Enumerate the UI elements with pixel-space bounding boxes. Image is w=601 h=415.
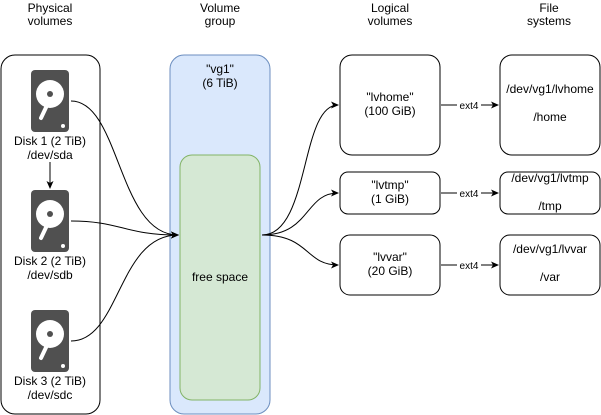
disk2-to-vg-arrow [70,220,179,239]
vg-to-lvvar-arrow [261,234,339,269]
header-physical-line2: volumes [28,14,73,28]
disk-2-icon [31,190,69,252]
fs-var-box [499,234,601,296]
disk-3-name: Disk 3 (2 TiB) [14,374,86,388]
vg-name: "vg1" [206,62,234,76]
fs-tmp-box [499,171,601,215]
fs-var-dev: /dev/vg1/lvvar [513,242,587,256]
header-group-line1: Volume [200,1,240,15]
lvvar-edge-label: ext4 [460,261,479,272]
lv-lvtmp-size: (1 GiB) [371,192,409,206]
fs-home-box [499,54,601,156]
disk-1-dev: /dev/sda [27,148,73,162]
header-logical-line1: Logical [371,1,409,15]
disk3-to-vg-arrow [70,231,179,342]
fs-var-mount: /var [540,270,560,284]
lv-lvtmp-name: "lvtmp" [371,178,408,192]
fs-tmp-dev: /dev/vg1/lvtmp [511,171,589,185]
header-group-line2: group [205,14,236,28]
free-space-box [179,154,261,401]
fs-home-dev: /dev/vg1/lvhome [506,82,594,96]
disk-1-name: Disk 1 (2 TiB) [14,134,86,148]
disk-3-icon [31,310,69,372]
lvhome-edge-label: ext4 [460,101,479,112]
header-logical-line2: volumes [368,14,413,28]
fs-tmp-mount: /tmp [538,199,562,213]
lv-lvhome-size: (100 GiB) [364,104,415,118]
lvtmp-edge-label: ext4 [460,189,479,200]
vg-to-lvtmp-arrow [261,189,339,236]
disk-2-name: Disk 2 (2 TiB) [14,254,86,268]
lv-lvvar-box [339,234,441,296]
disk1-to-vg-arrow [70,100,179,239]
lv-lvvar-name: "lvvar" [373,250,407,264]
vg-size: (6 TiB) [202,76,237,90]
lv-lvhome-name: "lvhome" [366,90,413,104]
lv-lvtmp-box [339,171,441,215]
lv-lvhome-box [339,54,441,156]
fs-home-mount: /home [533,110,567,124]
vg-to-lvhome-arrow [261,101,339,236]
disk-1-icon [31,70,69,132]
header-physical-line1: Physical [28,1,73,15]
header-fs-line1: File [539,1,559,15]
disk-2-dev: /dev/sdb [27,268,73,282]
free-space-label: free space [192,270,248,284]
lv-lvvar-size: (20 GiB) [368,264,413,278]
disk-3-dev: /dev/sdc [28,388,73,402]
header-fs-line2: systems [527,14,571,28]
